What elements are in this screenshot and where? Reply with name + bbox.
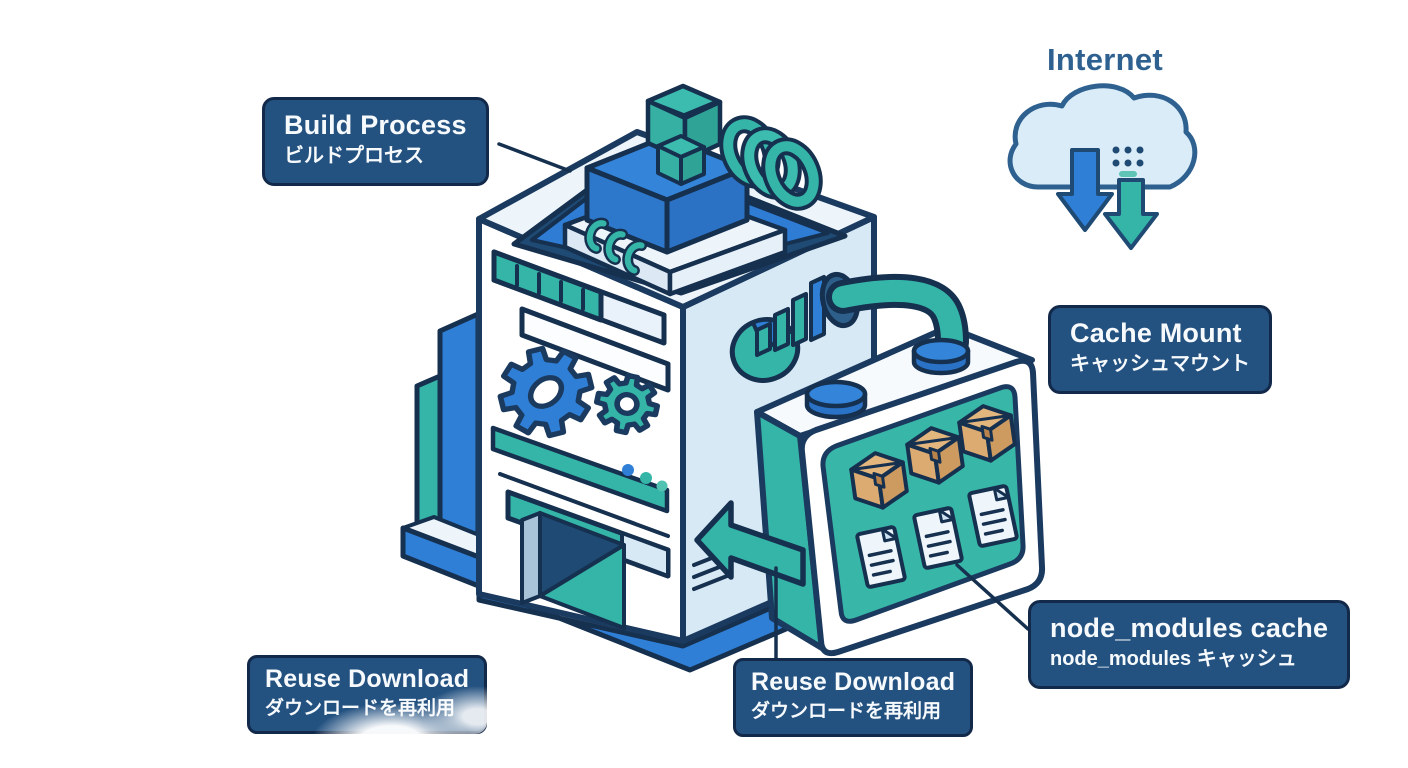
front-stripes (490, 425, 670, 538)
build-process-label: Build Process ビルドプロセス (262, 97, 489, 186)
download-arrow-blue-icon (1056, 148, 1114, 232)
reuse-download-center-label-en: Reuse Download (751, 668, 956, 696)
download-arrow-teal-icon (1103, 178, 1159, 250)
coil-icon (719, 115, 823, 211)
reuse-download-center-label-ja: ダウンロードを再利用 (751, 700, 942, 722)
progress-bar-middle (519, 306, 671, 393)
package-icon (849, 451, 909, 510)
node-modules-cache-label-en: node_modules cache (1050, 613, 1329, 643)
reuse-download-center-label: Reuse Download ダウンロードを再利用 (733, 658, 974, 738)
gear-large-icon (497, 345, 595, 439)
internet-label: Internet (1046, 42, 1164, 77)
build-process-label-en: Build Process (284, 110, 467, 140)
cache-cap (804, 379, 868, 420)
build-block-stack (562, 83, 788, 297)
gear-small-icon (593, 372, 661, 436)
package-icon (957, 404, 1017, 463)
node-modules-cache-label: node_modules cache node_modules キャッシュ (1028, 600, 1351, 689)
cache-pipe (826, 273, 969, 359)
node-modules-cache-label-ja: node_modules キャッシュ (1050, 647, 1297, 670)
cache-mount-label-en: Cache Mount (1070, 318, 1242, 348)
progress-bar-top (491, 249, 667, 346)
cache-mount-label-ja: キャッシュマウント (1070, 352, 1250, 375)
reuse-download-left-label-ja: ダウンロードを再利用 (265, 697, 456, 719)
cache-box (754, 324, 1046, 657)
file-icon (967, 484, 1019, 548)
dotted-transfer-icon (1112, 146, 1144, 177)
pedestal-clips (584, 217, 648, 276)
internet-cloud-icon (1007, 83, 1198, 250)
build-process-label-ja: ビルドプロセス (284, 144, 424, 167)
machine-door (520, 511, 626, 630)
connector-node-modules (955, 563, 1030, 631)
file-icon (855, 525, 907, 589)
status-dots (622, 464, 668, 492)
reuse-download-left-label: Reuse Download ダウンロードを再利用 (247, 655, 488, 735)
bar-chart-icon (755, 275, 826, 357)
reuse-download-left-label-en: Reuse Download (265, 665, 470, 693)
cache-mount-label: Cache Mount キャッシュマウント (1048, 305, 1272, 394)
package-icon (905, 426, 965, 485)
cache-cap (911, 337, 971, 376)
connector-build-process (497, 142, 572, 173)
reuse-arrow-icon (694, 500, 806, 587)
file-icon (912, 506, 964, 570)
